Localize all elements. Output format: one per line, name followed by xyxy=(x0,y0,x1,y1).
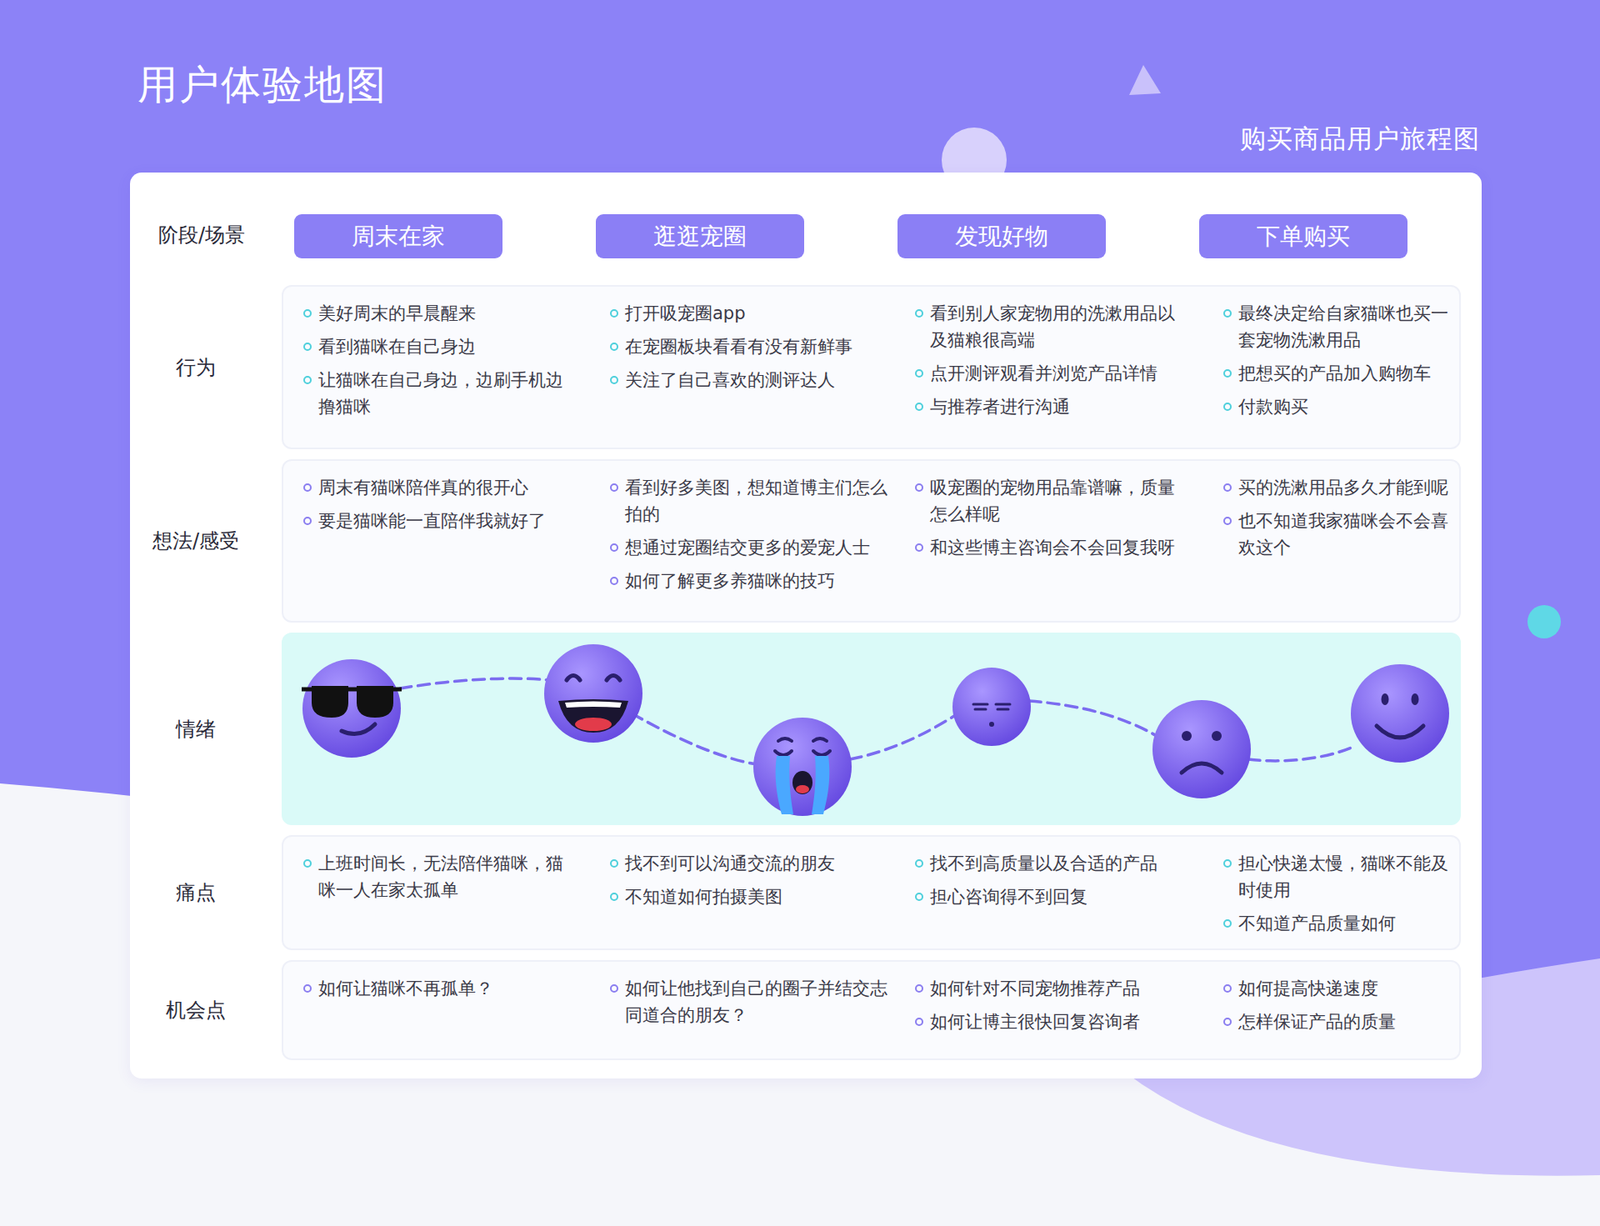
bullet-item: 点开测评观看并浏览产品详情 xyxy=(930,360,1190,387)
row-column: 找不到高质量以及合适的产品担心咨询得不到回复 xyxy=(930,850,1190,917)
bullet-item: 打开吸宠圈app xyxy=(625,300,890,327)
bullet-item: 付款购买 xyxy=(1238,393,1457,420)
meh-face xyxy=(952,667,1031,746)
bullet-item: 与推荐者进行沟通 xyxy=(930,393,1190,420)
bullet-item: 看到好多美图，想知道博主们怎么拍的 xyxy=(625,474,890,528)
row-box: 行为美好周末的早晨醒来看到猫咪在自己身边让猫咪在自己身边，边刷手机边撸猫咪打开吸… xyxy=(281,285,1461,450)
row-column: 最终决定给自家猫咪也买一套宠物洗漱用品把想买的产品加入购物车付款购买 xyxy=(1238,300,1457,427)
bullet-item: 怎样保证产品的质量 xyxy=(1238,1008,1457,1035)
bullet-item: 也不知道我家猫咪会不会喜欢这个 xyxy=(1238,507,1457,561)
sad-face xyxy=(1152,700,1251,799)
deco-dot xyxy=(1527,605,1561,639)
bullet-item: 担心咨询得不到回复 xyxy=(930,883,1190,910)
row-label: 想法/感受 xyxy=(141,527,250,555)
bullet-item: 找不到高质量以及合适的产品 xyxy=(930,850,1190,877)
stage-pill: 逛逛宠圈 xyxy=(595,214,805,259)
bullet-item: 买的洗漱用品多久才能到呢 xyxy=(1238,474,1457,501)
crying-face xyxy=(753,717,852,816)
bullet-item: 周末有猫咪陪伴真的很开心 xyxy=(318,474,565,501)
row-column: 吸宠圈的宠物用品靠谱嘛，质量怎么样呢和这些博主咨询会不会回复我呀 xyxy=(930,474,1190,568)
stage-text: 发现好物 xyxy=(955,220,1049,253)
bullet-item: 如何让博主很快回复咨询者 xyxy=(930,1008,1190,1035)
bullet-item: 看到猫咪在自己身边 xyxy=(318,333,565,360)
row-column: 如何提高快递速度怎样保证产品的质量 xyxy=(1238,975,1457,1042)
emotion-band: 情绪 xyxy=(281,632,1461,825)
stage-text: 逛逛宠圈 xyxy=(653,220,747,253)
deco-triangle xyxy=(1129,65,1161,95)
bullet-item: 不知道产品质量如何 xyxy=(1238,910,1457,937)
row-label: 情绪 xyxy=(141,715,250,743)
cool-face xyxy=(301,659,402,758)
bullet-item: 上班时间长，无法陪伴猫咪，猫咪一人在家太孤单 xyxy=(318,850,565,904)
bullet-item: 和这些博主咨询会不会回复我呀 xyxy=(930,534,1190,561)
bullet-item: 想通过宠圈结交更多的爱宠人士 xyxy=(625,534,890,561)
bullet-item: 最终决定给自家猫咪也买一套宠物洗漱用品 xyxy=(1238,300,1457,354)
row-column: 美好周末的早晨醒来看到猫咪在自己身边让猫咪在自己身边，边刷手机边撸猫咪 xyxy=(318,300,565,427)
stage-pill: 下单购买 xyxy=(1199,214,1408,259)
row-label: 阶段/场景 xyxy=(143,221,260,249)
bullet-item: 如何了解更多养猫咪的技巧 xyxy=(625,567,890,595)
emotion-faces xyxy=(283,634,1463,827)
row-column: 如何让他找到自己的圈子并结交志同道合的朋友？ xyxy=(625,975,890,1035)
bullet-item: 要是猫咪能一直陪伴我就好了 xyxy=(318,507,565,535)
row-column: 如何让猫咪不再孤单？ xyxy=(318,975,565,1009)
bullet-item: 如何让他找到自己的圈子并结交志同道合的朋友？ xyxy=(625,975,890,1029)
row-column: 担心快递太慢，猫咪不能及时使用不知道产品质量如何 xyxy=(1238,850,1457,944)
stage-pill: 周末在家 xyxy=(294,214,503,259)
row-label: 机会点 xyxy=(141,996,250,1024)
bullet-item: 如何针对不同宠物推荐产品 xyxy=(930,975,1190,1002)
bullet-item: 把想买的产品加入购物车 xyxy=(1238,360,1457,387)
bullet-item: 美好周末的早晨醒来 xyxy=(318,300,565,327)
row-column: 上班时间长，无法陪伴猫咪，猫咪一人在家太孤单 xyxy=(318,850,565,910)
row-column: 买的洗漱用品多久才能到呢也不知道我家猫咪会不会喜欢这个 xyxy=(1238,474,1457,568)
bullet-item: 在宠圈板块看看有没有新鲜事 xyxy=(625,333,890,360)
bullet-item: 让猫咪在自己身边，边刷手机边撸猫咪 xyxy=(318,366,565,420)
bullet-item: 如何让猫咪不再孤单？ xyxy=(318,975,565,1002)
bullet-item: 如何提高快递速度 xyxy=(1238,975,1457,1002)
laughing-face xyxy=(544,644,643,743)
bullet-item: 看到别人家宠物用的洗漱用品以及猫粮很高端 xyxy=(930,300,1190,354)
row-column: 周末有猫咪陪伴真的很开心要是猫咪能一直陪伴我就好了 xyxy=(318,474,565,541)
bullet-item: 关注了自己喜欢的测评达人 xyxy=(625,366,890,394)
row-label: 行为 xyxy=(141,354,250,381)
row-column: 看到好多美图，想知道博主们怎么拍的想通过宠圈结交更多的爱宠人士如何了解更多养猫咪… xyxy=(625,474,890,601)
page-subtitle: 购买商品用户旅程图 xyxy=(1240,121,1480,157)
bullet-item: 吸宠圈的宠物用品靠谱嘛，质量怎么样呢 xyxy=(930,474,1190,528)
row-column: 看到别人家宠物用的洗漱用品以及猫粮很高端点开测评观看并浏览产品详情与推荐者进行沟… xyxy=(930,300,1190,427)
row-box: 痛点上班时间长，无法陪伴猫咪，猫咪一人在家太孤单找不到可以沟通交流的朋友不知道如… xyxy=(281,835,1461,950)
row-box: 想法/感受周末有猫咪陪伴真的很开心要是猫咪能一直陪伴我就好了看到好多美图，想知道… xyxy=(281,459,1461,623)
row-column: 找不到可以沟通交流的朋友不知道如何拍摄美图 xyxy=(625,850,890,917)
page-title: 用户体验地图 xyxy=(137,58,388,112)
bullet-item: 找不到可以沟通交流的朋友 xyxy=(625,850,890,877)
stage-pill: 发现好物 xyxy=(897,214,1106,259)
row-column: 如何针对不同宠物推荐产品如何让博主很快回复咨询者 xyxy=(930,975,1190,1042)
smile-face xyxy=(1350,664,1450,763)
row-column: 打开吸宠圈app 在宠圈板块看看有没有新鲜事关注了自己喜欢的测评达人 xyxy=(625,300,890,400)
bullet-item: 不知道如何拍摄美图 xyxy=(625,883,890,910)
row-label: 痛点 xyxy=(141,879,250,906)
row-box: 机会点如何让猫咪不再孤单？如何让他找到自己的圈子并结交志同道合的朋友？如何针对不… xyxy=(281,960,1461,1060)
stage-text: 周末在家 xyxy=(351,220,445,253)
stage-text: 下单购买 xyxy=(1256,220,1350,253)
bullet-item: 担心快递太慢，猫咪不能及时使用 xyxy=(1238,850,1457,904)
